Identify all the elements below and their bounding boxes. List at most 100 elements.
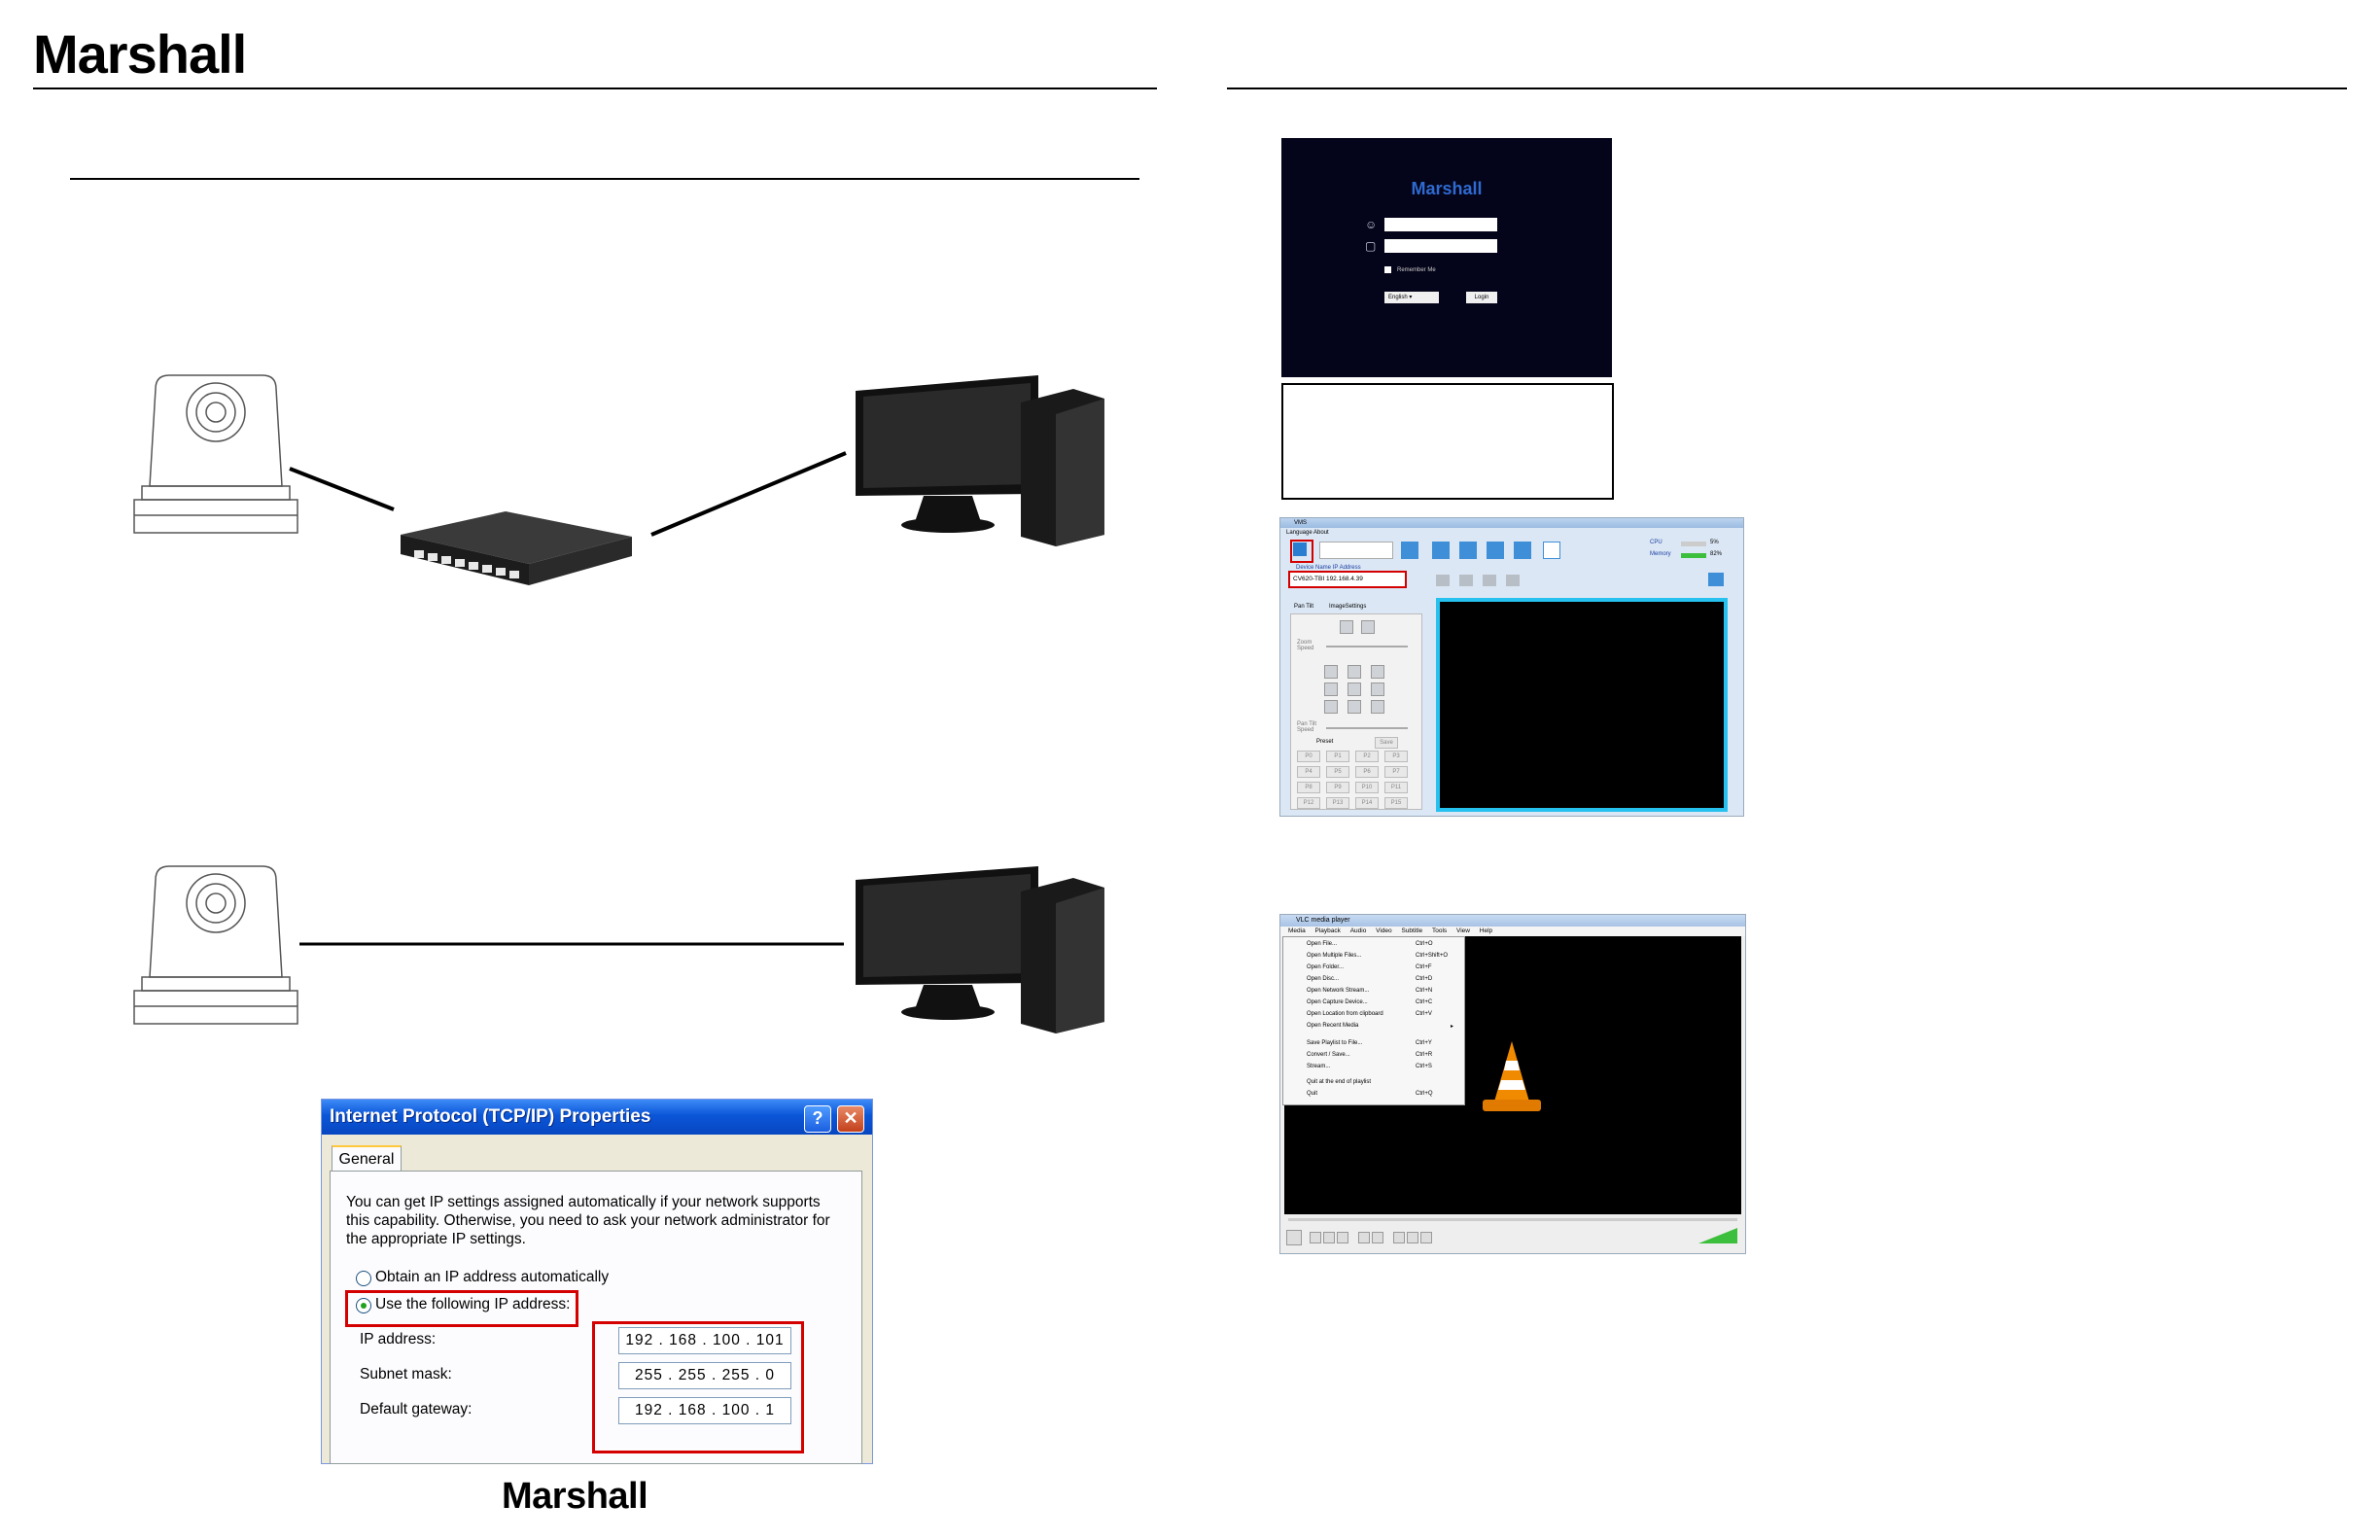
ptz-down-right[interactable] [1371,700,1384,714]
add-device-icon[interactable] [1401,542,1418,559]
preset-button[interactable]: P10 [1355,782,1379,793]
preset-button[interactable]: P12 [1297,797,1320,809]
ptz-down-left[interactable] [1324,700,1338,714]
menu-item-quit[interactable]: Quit [1307,1091,1318,1097]
ptz-control-panel: Zoom Speed Pan Tilt Speed Preset Save P0… [1290,613,1422,810]
ptz-down[interactable] [1348,700,1361,714]
radio-use-following[interactable] [356,1298,371,1313]
layout-9-icon[interactable] [1487,542,1504,559]
menu-item-open-file[interactable]: Open File... [1307,941,1338,947]
network-switch-icon [401,511,632,585]
next-icon[interactable] [1337,1232,1348,1243]
menu-item-open-clipboard[interactable]: Open Location from clipboard [1307,1011,1383,1017]
vlc-menu-audio[interactable]: Audio [1349,928,1367,934]
menu-item-open-capture[interactable]: Open Capture Device... [1307,999,1368,1005]
menu-item-save-playlist[interactable]: Save Playlist to File... [1307,1040,1363,1046]
section-rule [70,178,1139,180]
menu-item-open-recent[interactable]: Open Recent Media [1307,1023,1359,1029]
label-ip-address: IP address: [360,1331,437,1348]
preset-button[interactable]: P0 [1297,751,1320,762]
play-icon[interactable] [1286,1230,1302,1245]
shuffle-icon[interactable] [1420,1232,1432,1243]
remember-me-checkbox[interactable]: Remember Me [1384,266,1436,273]
ptz-up-right[interactable] [1371,665,1384,679]
grid-settings-icon[interactable] [1708,573,1724,586]
preset-button[interactable]: P11 [1384,782,1408,793]
vlc-menu-playback[interactable]: Playback [1314,928,1341,934]
close-button[interactable]: ✕ [837,1105,864,1133]
cpu-bar [1681,542,1706,546]
help-button[interactable]: ? [804,1105,831,1133]
ptz-right[interactable] [1371,682,1384,696]
preset-button[interactable]: P3 [1384,751,1408,762]
layout-16-icon[interactable] [1514,542,1531,559]
ip-address-field[interactable]: 192 . 168 . 100 . 101 [618,1327,791,1354]
default-gateway-field[interactable]: 192 . 168 . 100 . 1 [618,1397,791,1424]
vms-device-search[interactable] [1319,542,1393,559]
preset-save-button[interactable]: Save [1375,737,1398,749]
volume-slider[interactable] [1698,1228,1737,1243]
zoom-speed-slider[interactable] [1326,646,1408,648]
link-camera-switch [289,467,395,511]
vlc-menu-subtitle[interactable]: Subtitle [1401,928,1423,934]
menu-item-stream[interactable]: Stream... [1307,1064,1331,1069]
preset-button[interactable]: P8 [1297,782,1320,793]
pantilt-speed-slider[interactable] [1326,727,1408,729]
tab-image-settings[interactable]: ImageSettings [1329,604,1367,610]
search-camera-icon[interactable] [1293,542,1307,556]
remember-me-label: Remember Me [1397,267,1436,274]
preset-button[interactable]: P6 [1355,766,1379,778]
menu-item-quit-end[interactable]: Quit at the end of playlist [1307,1079,1372,1085]
prev-icon[interactable] [1310,1232,1321,1243]
vlc-menu-view[interactable]: View [1455,928,1470,934]
loop-icon[interactable] [1407,1232,1418,1243]
radio-obtain-auto[interactable] [356,1271,371,1286]
ptz-up[interactable] [1348,665,1361,679]
preset-button[interactable]: P15 [1384,797,1408,809]
tab-pan-tilt[interactable]: Pan Tilt [1294,604,1314,610]
settings-icon[interactable] [1506,575,1520,586]
menu-item-convert-save[interactable]: Convert / Save... [1307,1052,1350,1058]
menu-item-open-disc[interactable]: Open Disc... [1307,976,1340,982]
fullscreen-icon[interactable] [1543,542,1560,559]
language-select[interactable]: English ▾ [1384,292,1439,303]
subnet-mask-field[interactable]: 255 . 255 . 255 . 0 [618,1362,791,1389]
preset-button[interactable]: P13 [1326,797,1349,809]
login-button[interactable]: Login [1466,292,1497,303]
ptz-home[interactable] [1348,682,1361,696]
preset-button[interactable]: P7 [1384,766,1408,778]
vlc-menu-video[interactable]: Video [1376,928,1392,934]
preset-button[interactable]: P1 [1326,751,1349,762]
extended-settings-icon[interactable] [1393,1232,1405,1243]
playlist-icon[interactable] [1372,1232,1383,1243]
vms-video-view[interactable] [1436,598,1728,812]
ptz-up-left[interactable] [1324,665,1338,679]
preset-button[interactable]: P9 [1326,782,1349,793]
menu-item-open-network-stream[interactable]: Open Network Stream... [1307,988,1370,994]
zoom-in-button[interactable] [1340,620,1353,634]
seek-bar[interactable] [1288,1218,1737,1221]
ptz-left[interactable] [1324,682,1338,696]
stop-icon[interactable] [1323,1232,1335,1243]
record-icon[interactable] [1459,575,1473,586]
vlc-menu-help[interactable]: Help [1479,928,1493,934]
snapshot-icon[interactable] [1436,575,1450,586]
layout-4-icon[interactable] [1459,542,1477,559]
preset-button[interactable]: P14 [1355,797,1379,809]
password-input[interactable] [1384,239,1497,253]
device-row[interactable]: CV620-TBI 192.168.4.39 [1290,573,1405,586]
layout-1-icon[interactable] [1432,542,1450,559]
vlc-menu-media[interactable]: Media [1288,928,1306,934]
fullscreen-icon[interactable] [1358,1232,1370,1243]
audio-icon[interactable] [1483,575,1496,586]
username-input[interactable] [1384,218,1497,231]
menu-item-open-folder[interactable]: Open Folder... [1307,964,1345,970]
preset-button[interactable]: P4 [1297,766,1320,778]
vlc-menu-tools[interactable]: Tools [1431,928,1448,934]
zoom-out-button[interactable] [1361,620,1375,634]
preset-button[interactable]: P2 [1355,751,1379,762]
menu-item-open-multiple[interactable]: Open Multiple Files... [1307,953,1362,959]
tab-general[interactable]: General [332,1145,402,1172]
shortcut: Ctrl+N [1416,988,1433,994]
preset-button[interactable]: P5 [1326,766,1349,778]
